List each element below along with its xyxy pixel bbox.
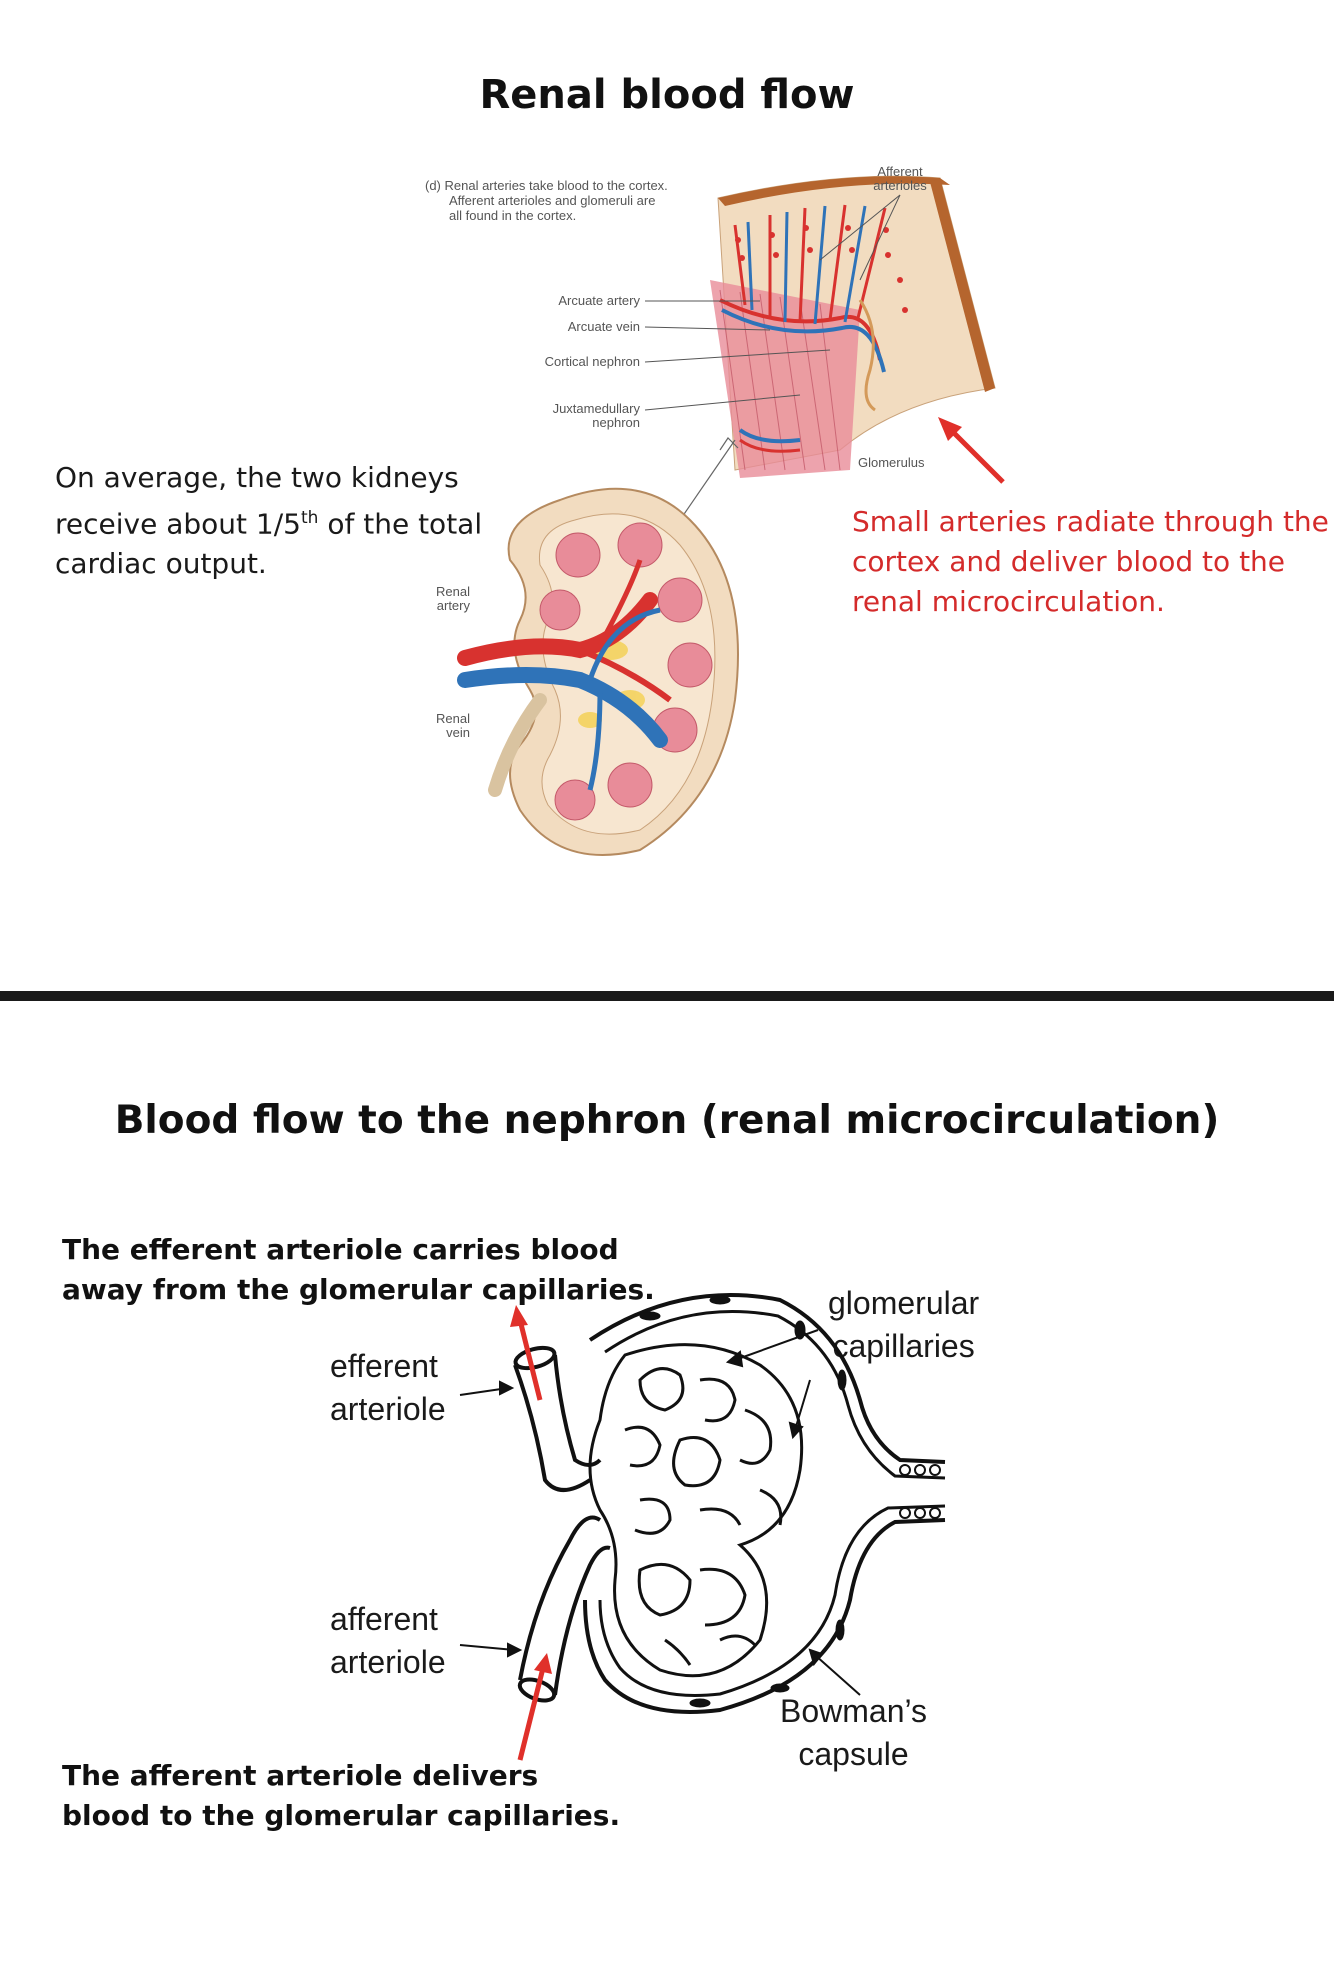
label-renal-artery-line-1: Renal	[436, 584, 470, 599]
note-superscript: th	[300, 508, 319, 528]
label-glomerulus: Glomerulus	[858, 455, 925, 470]
section-divider	[0, 991, 1334, 1001]
efferent-note: The efferent arteriole carries blood awa…	[62, 1230, 655, 1310]
label-juxtamedullary-line-2: nephron	[592, 415, 640, 430]
efferent-note-line-2: away from the glomerular capillaries.	[62, 1273, 655, 1306]
label-afferent-arteriole: afferent arteriole	[330, 1598, 446, 1684]
caption-line-3: all found in the cortex.	[449, 208, 577, 223]
red-arrow-glomerulus	[938, 417, 1005, 484]
label-afferent-line-1: afferent	[330, 1601, 438, 1637]
label-efferent-line-2: arteriole	[330, 1391, 446, 1427]
label-bowmans-line-1: Bowman’s	[780, 1693, 928, 1729]
note-line-1: On average, the two kidneys	[55, 461, 459, 494]
label-renal-vein-line-1: Renal	[436, 711, 470, 726]
page-title-nephron-blood-flow: Blood flow to the nephron (renal microci…	[114, 1098, 1220, 1143]
label-efferent-line-1: efferent	[330, 1348, 438, 1384]
red-note-line-3: renal microcirculation.	[852, 585, 1165, 618]
label-renal-vein: Renal vein	[420, 712, 470, 740]
label-renal-artery-line-2: artery	[436, 598, 470, 613]
afferent-note-line-2: blood to the glomerular capillaries.	[62, 1799, 621, 1832]
note-line-2-end: of the total	[318, 507, 483, 541]
label-arcuate-vein: Arcuate vein	[567, 319, 640, 334]
label-bowmans-line-2: capsule	[798, 1736, 909, 1772]
leader-lines	[644, 194, 901, 411]
red-note-line-2: cortex and deliver blood to the	[852, 545, 1286, 578]
caption-line-2: Afferent arterioles and glomeruli are	[449, 193, 656, 208]
label-arcuate-artery: Arcuate artery	[558, 293, 640, 308]
label-juxtamedullary-line-1: Juxtamedullary	[552, 401, 640, 416]
note-line-3: cardiac output.	[55, 547, 267, 581]
label-juxtamedullary-nephron: Juxtamedullary nephron	[520, 402, 640, 430]
label-afferent-arterioles-line-2: arterioles	[873, 178, 927, 193]
caption-line-1: (d) Renal arteries take blood to the cor…	[425, 178, 668, 193]
figure-caption: (d) Renal arteries take blood to the cor…	[425, 178, 668, 223]
label-glomerular-line-2: capillaries	[832, 1328, 975, 1364]
label-renal-artery: Renal artery	[420, 585, 470, 613]
label-afferent-line-2: arteriole	[330, 1644, 446, 1680]
kidney-illustration	[457, 487, 739, 856]
afferent-note-line-1: The afferent arteriole delivers	[62, 1759, 539, 1792]
label-renal-vein-line-2: vein	[446, 725, 470, 740]
label-glomerular-line-1: glomerular	[828, 1285, 980, 1321]
small-arteries-note: Small arteries radiate through the corte…	[852, 502, 1329, 622]
red-note-line-1: Small arteries radiate through the	[852, 505, 1329, 538]
label-cortical-nephron: Cortical nephron	[544, 354, 640, 369]
afferent-note: The afferent arteriole delivers blood to…	[62, 1756, 620, 1836]
note-fraction: receive about 1/5	[55, 507, 301, 541]
label-glomerular-capillaries: glomerular capillaries	[828, 1282, 979, 1368]
label-bowmans-capsule: Bowman’s capsule	[780, 1690, 927, 1776]
label-afferent-arterioles: Afferent arterioles	[860, 165, 940, 193]
label-efferent-arteriole: efferent arteriole	[330, 1345, 446, 1431]
note-line-2: receive about 1/5th of the total	[55, 498, 482, 544]
label-afferent-arterioles-line-1: Afferent	[877, 164, 923, 179]
kidney-cardiac-output-note: On average, the two kidneys receive abou…	[55, 458, 482, 584]
page-title-renal-blood-flow: Renal blood flow	[479, 72, 855, 118]
efferent-note-line-1: The efferent arteriole carries blood	[62, 1233, 619, 1266]
